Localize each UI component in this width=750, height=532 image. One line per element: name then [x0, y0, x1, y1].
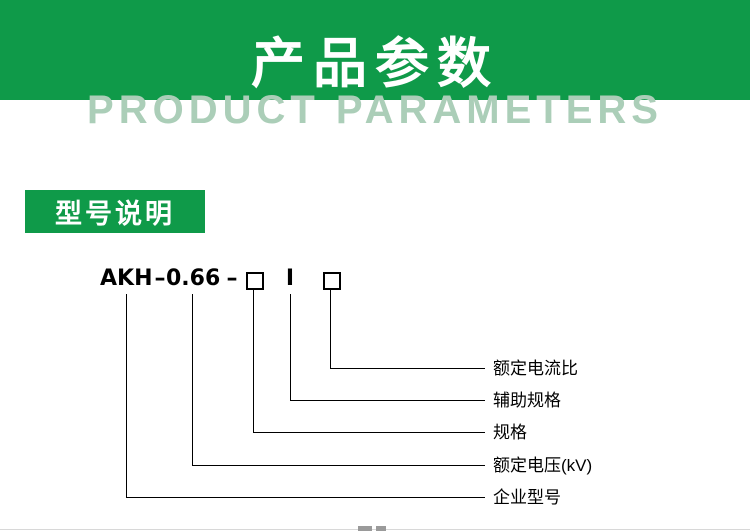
callout-label-rated-voltage: 额定电压(kV) [493, 456, 593, 475]
callout-line-voltage-vertical [192, 294, 193, 466]
model-phase: I [285, 266, 295, 291]
bottom-cropped-text-fragment [358, 526, 372, 531]
callout-line-spec-vertical [253, 290, 254, 433]
model-prefix: AKH [100, 266, 153, 291]
banner-title: 产品参数 [251, 34, 499, 94]
model-ratio-placeholder-box [323, 272, 341, 290]
callout-line-ratio-horizontal [330, 368, 485, 369]
model-separator-2: – [226, 266, 238, 291]
section-header: 型号说明 [25, 190, 205, 233]
callout-label-spec: 规格 [493, 423, 527, 442]
model-separator-1: – [154, 266, 166, 291]
callout-line-enterprise-horizontal [126, 497, 485, 498]
model-voltage: 0.66 [166, 266, 221, 291]
callout-label-rated-current-ratio: 额定电流比 [493, 359, 578, 378]
callout-line-ratio-vertical [330, 290, 331, 369]
callout-label-enterprise-model: 企业型号 [493, 488, 561, 507]
callout-line-voltage-horizontal [192, 465, 485, 466]
callout-line-aux-horizontal [290, 400, 485, 401]
bottom-section-divider [0, 529, 750, 530]
section-header-label: 型号说明 [55, 199, 175, 229]
callout-line-spec-horizontal [253, 432, 485, 433]
callout-line-aux-vertical [290, 294, 291, 401]
callout-label-auxiliary-spec: 辅助规格 [493, 391, 561, 410]
model-spec-placeholder-box [246, 272, 264, 290]
banner-subtitle: PRODUCT PARAMETERS [87, 88, 663, 132]
bottom-cropped-text-fragment [376, 526, 386, 531]
banner: 产品参数 [0, 0, 750, 100]
callout-line-enterprise-vertical [126, 294, 127, 498]
